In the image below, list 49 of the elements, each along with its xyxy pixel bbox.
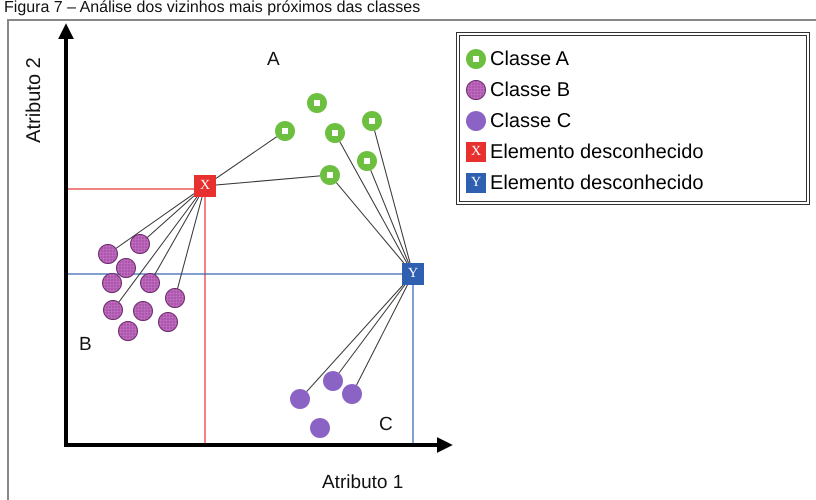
neighbor-line bbox=[146, 195, 194, 238]
legend-label: Elemento desconhecido bbox=[490, 171, 704, 196]
data-point bbox=[133, 301, 153, 321]
legend-label: Elemento desconhecido bbox=[490, 140, 704, 165]
figure-title: Figura 7 – Análise dos vizinhos mais próximos das classes bbox=[4, 0, 420, 16]
data-point bbox=[357, 151, 377, 171]
data-point bbox=[325, 123, 345, 143]
swatch-letter: Y bbox=[470, 176, 482, 190]
legend-label: Classe C bbox=[490, 109, 572, 134]
data-point bbox=[116, 258, 136, 278]
neighbor-line bbox=[177, 196, 203, 289]
data-point bbox=[290, 389, 310, 409]
data-point bbox=[307, 93, 327, 113]
data-point bbox=[275, 121, 295, 141]
neighbor-line bbox=[116, 193, 194, 249]
data-point bbox=[130, 234, 150, 254]
data-point bbox=[102, 273, 122, 293]
data-point bbox=[118, 321, 138, 341]
neighbor-line bbox=[118, 196, 198, 302]
swatch-letter: X bbox=[470, 145, 482, 159]
class-label: C bbox=[379, 415, 393, 434]
data-point bbox=[158, 312, 178, 332]
unknown-element-marker: Y bbox=[402, 263, 424, 285]
axis-title: Atributo 2 bbox=[24, 56, 44, 145]
neighbor-line bbox=[336, 182, 404, 264]
data-point bbox=[140, 273, 160, 293]
neighbor-line bbox=[216, 136, 278, 179]
neighbor-line bbox=[356, 284, 408, 386]
data-point bbox=[310, 418, 330, 438]
neighbor-line bbox=[306, 284, 404, 392]
data-point bbox=[165, 288, 185, 308]
neighbor-line bbox=[154, 196, 200, 275]
neighbor-line bbox=[374, 130, 411, 264]
unknown-element-marker: X bbox=[194, 175, 216, 197]
neighbor-line bbox=[216, 175, 321, 186]
axis-title: Atributo 1 bbox=[322, 473, 404, 492]
data-point bbox=[103, 300, 123, 320]
neighbor-line bbox=[338, 284, 406, 374]
legend-label: Classe B bbox=[490, 78, 570, 103]
data-point bbox=[362, 111, 382, 131]
data-point bbox=[323, 371, 343, 391]
class-label: B bbox=[79, 335, 92, 354]
legend-label: Classe A bbox=[490, 47, 569, 72]
data-point bbox=[98, 244, 118, 264]
neighbor-line bbox=[370, 170, 410, 264]
neighbor-line bbox=[339, 141, 408, 264]
data-point bbox=[342, 384, 362, 404]
class-label: A bbox=[267, 50, 280, 69]
data-point bbox=[320, 165, 340, 185]
